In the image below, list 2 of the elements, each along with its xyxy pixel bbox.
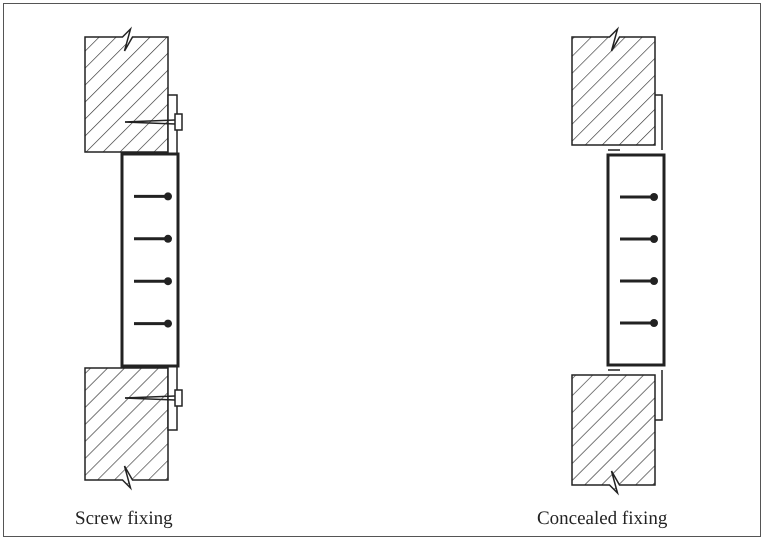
caption: Concealed fixing <box>537 508 668 530</box>
caption: Screw fixing <box>75 508 173 530</box>
